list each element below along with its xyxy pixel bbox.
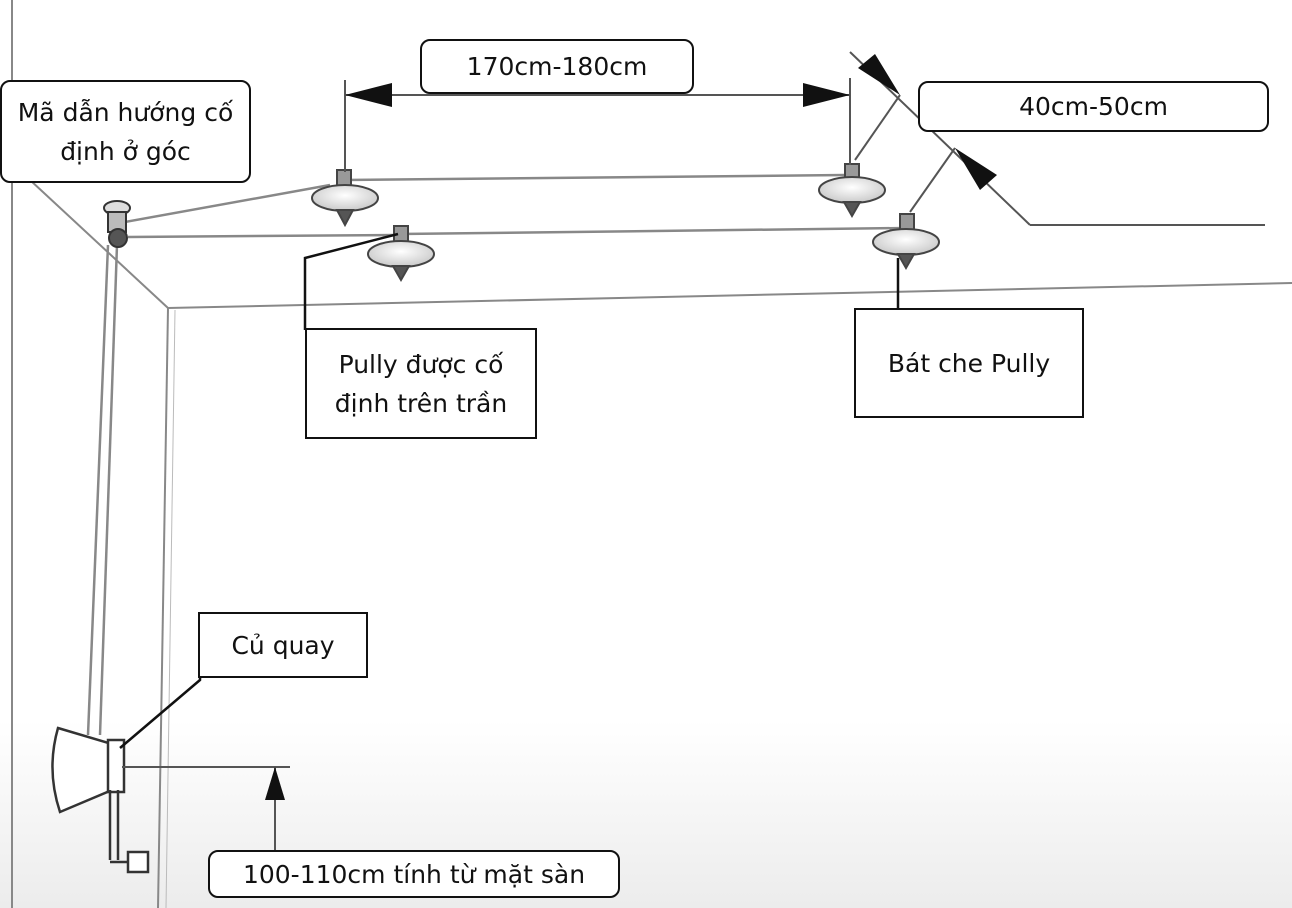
label-ceiling-pulley: Pully được cố định trên trần xyxy=(305,328,537,439)
label-crank-height: 100-110cm tính từ mặt sàn xyxy=(208,850,620,898)
dimension-crank-height xyxy=(122,766,290,855)
ceiling-pulley-text: Pully được cố định trên trần xyxy=(334,349,508,418)
label-pulley-cover: Bát che Pully xyxy=(854,308,1084,418)
label-corner-guide: Mã dẫn hướng cố định ở góc xyxy=(0,80,251,183)
corner-guide-icon xyxy=(103,200,131,248)
crank-height-text: 100-110cm tính từ mặt sàn xyxy=(242,859,586,889)
pulley-icon xyxy=(818,163,886,219)
dimension-span-width xyxy=(849,51,1265,226)
crank-text: Củ quay xyxy=(231,630,335,660)
span-width-text: 40cm-50cm xyxy=(1019,92,1168,121)
crank-icon xyxy=(51,726,150,874)
pulley-icon xyxy=(311,169,379,228)
span-length-text: 170cm-180cm xyxy=(466,52,648,81)
pulley-cover-text: Bát che Pully xyxy=(887,348,1051,378)
corner-guide-text: Mã dẫn hướng cố định ở góc xyxy=(17,97,234,166)
label-crank: Củ quay xyxy=(198,612,368,678)
pulley-icon xyxy=(367,225,435,283)
dimension-span-length xyxy=(344,78,851,172)
label-span-length: 170cm-180cm xyxy=(420,39,694,94)
label-span-width: 40cm-50cm xyxy=(918,81,1269,132)
pulley-icon xyxy=(872,213,940,271)
ropes xyxy=(86,173,906,736)
